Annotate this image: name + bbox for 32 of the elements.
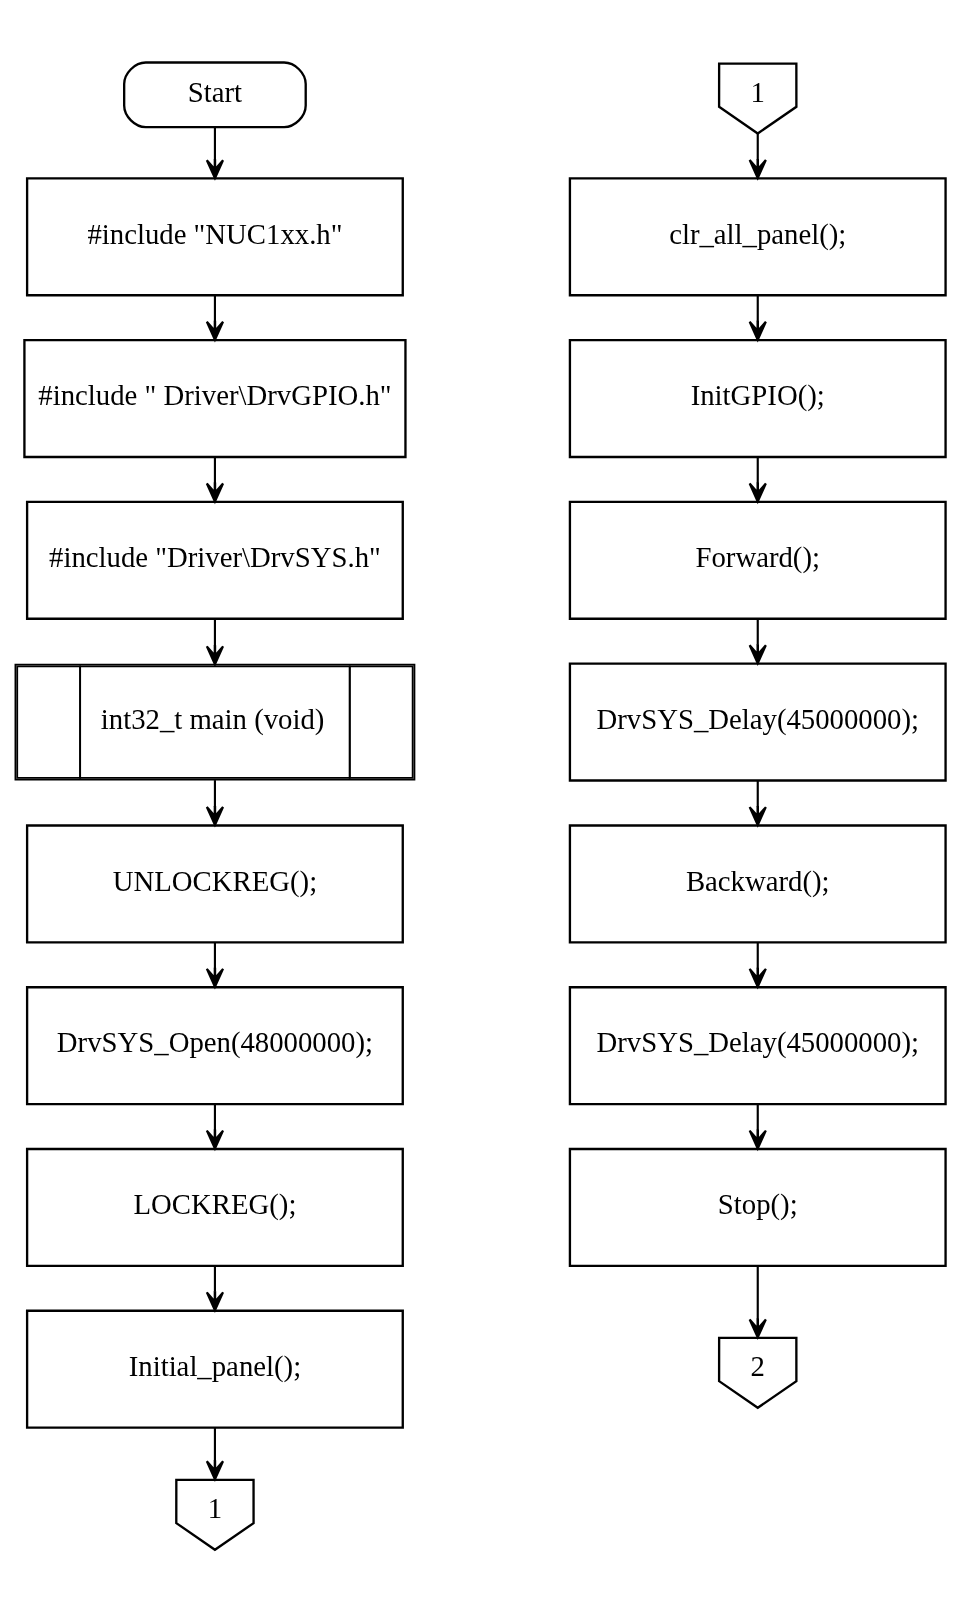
arrow bbox=[748, 780, 767, 826]
arrow bbox=[748, 942, 767, 988]
node-box: clr_all_panel(); bbox=[568, 176, 947, 296]
arrow bbox=[205, 618, 225, 665]
arrow bbox=[205, 126, 225, 179]
node-box: Start bbox=[123, 60, 307, 128]
node-box: LOCKREG(); bbox=[25, 1147, 404, 1267]
arrow bbox=[205, 1265, 225, 1311]
node-box: Initial_panel(); bbox=[25, 1309, 404, 1429]
arrow bbox=[205, 942, 225, 988]
arrow bbox=[748, 133, 767, 179]
node-box: DrvSYS_Delay(45000000); bbox=[568, 662, 947, 782]
arrow bbox=[748, 457, 767, 503]
arrow bbox=[205, 1427, 225, 1480]
node-box: Stop(); bbox=[568, 1147, 947, 1267]
node-box: #include "Driver\DrvSYS.h" bbox=[25, 500, 404, 620]
arrow bbox=[205, 1104, 225, 1150]
arrow bbox=[748, 618, 767, 664]
node-box: InitGPIO(); bbox=[568, 338, 947, 458]
arrow bbox=[205, 295, 225, 341]
node-box: #include " Driver\DrvGPIO.h" bbox=[23, 338, 407, 458]
node-box: Backward(); bbox=[568, 823, 947, 943]
node-box: #include "NUC1xx.h" bbox=[25, 176, 404, 296]
node-box: DrvSYS_Open(48000000); bbox=[25, 985, 404, 1105]
arrow bbox=[748, 1104, 767, 1150]
arrow bbox=[748, 295, 767, 341]
node-box: UNLOCKREG(); bbox=[25, 823, 404, 943]
arrow bbox=[205, 779, 225, 826]
arrow bbox=[205, 457, 225, 503]
arrow bbox=[748, 1265, 767, 1338]
node-box: DrvSYS_Delay(45000000); bbox=[568, 985, 947, 1105]
node-box: Forward(); bbox=[568, 500, 947, 620]
